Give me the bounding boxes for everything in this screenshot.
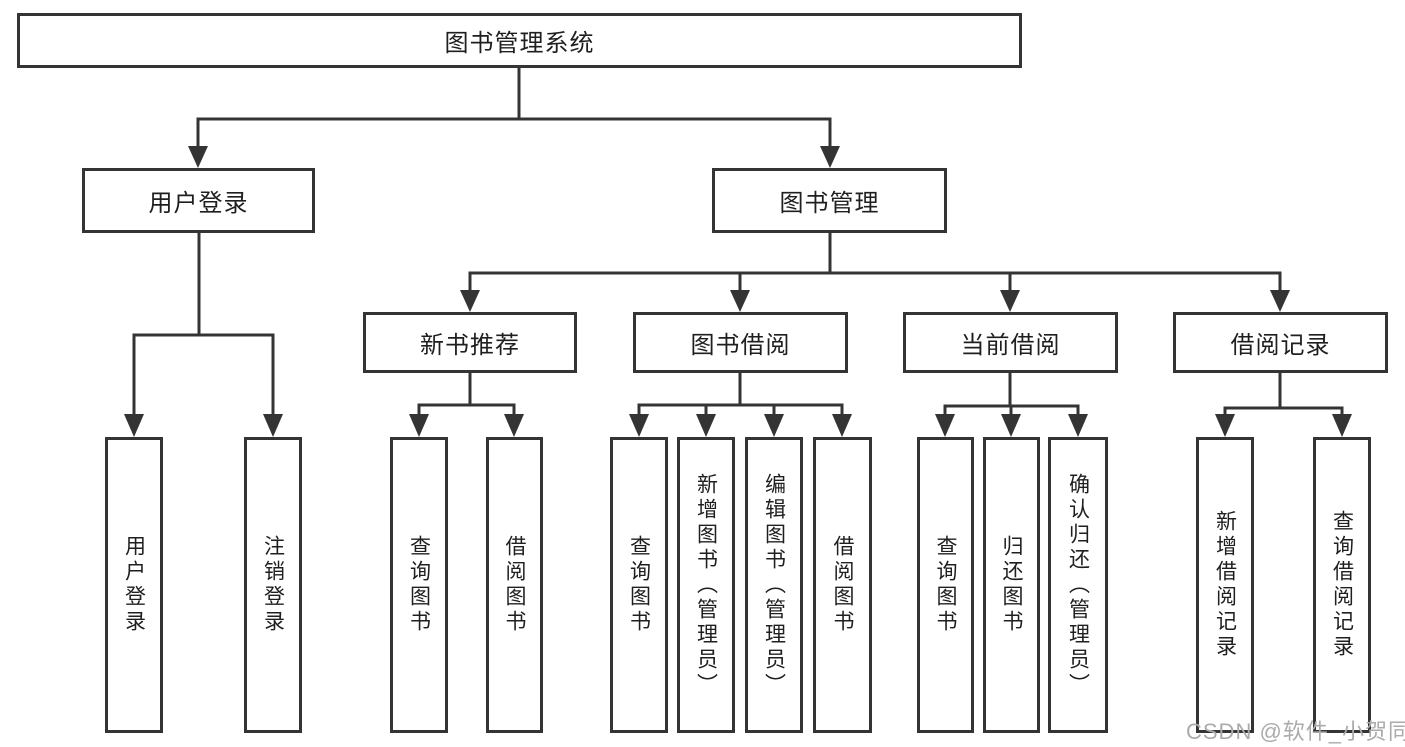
csdn-watermark: CSDN @软件_小贺同学: [1186, 719, 1405, 744]
arrowhead-to-leaf-confirm-return: [1068, 414, 1088, 437]
arrowhead-to-new-book-recommend: [460, 290, 480, 312]
leaf-borrow-books-1: 借阅图书: [486, 437, 543, 733]
arrowhead-to-leaf-query-books-3: [935, 414, 955, 437]
node-book-borrow: 图书借阅: [633, 312, 848, 373]
connector-login-crossbar: [132, 333, 275, 417]
arrowhead-to-leaf-query-books-1: [409, 414, 429, 437]
connector-mgmt-crossbar: [468, 271, 1282, 292]
arrowhead-to-leaf-logout: [263, 414, 283, 437]
connector-borrow-crossbar: [637, 403, 844, 417]
arrowhead-to-borrow-records: [1270, 290, 1290, 312]
arrowhead-to-leaf-return-book: [1001, 414, 1021, 437]
node-root: 图书管理系统: [17, 13, 1022, 68]
leaf-query-books-1: 查询图书: [390, 437, 448, 733]
arrowhead-to-leaf-query-books-2: [629, 414, 649, 437]
arrowhead-to-current-borrow: [1000, 290, 1020, 312]
connector-borrow-midstems: [704, 405, 776, 417]
leaf-logout: 注销登录: [244, 437, 302, 733]
arrowhead-to-leaf-borrow-books-2: [832, 414, 852, 437]
node-borrow-records: 借阅记录: [1173, 312, 1388, 373]
node-user-login: 用户登录: [82, 168, 315, 233]
arrowhead-to-user-login: [188, 146, 208, 168]
leaf-query-books-2: 查询图书: [610, 437, 668, 733]
arrowhead-to-book-management: [820, 146, 840, 168]
arrowhead-to-leaf-add-record: [1215, 414, 1235, 437]
arrowhead-to-leaf-borrow-books-1: [504, 414, 524, 437]
connector-root-crossbar: [196, 117, 832, 148]
leaf-edit-book-admin: 编辑图书（管理员）: [745, 437, 803, 733]
arrowhead-to-leaf-query-record: [1332, 414, 1352, 437]
leaf-query-borrow-record: 查询借阅记录: [1313, 437, 1371, 733]
connector-newbook-crossbar: [417, 403, 516, 417]
leaf-user-login: 用户登录: [105, 437, 163, 733]
node-new-book-recommend: 新书推荐: [363, 312, 577, 373]
leaf-add-book-admin: 新增图书（管理员）: [677, 437, 735, 733]
leaf-confirm-return-admin: 确认归还（管理员）: [1048, 437, 1108, 733]
node-current-borrow: 当前借阅: [903, 312, 1118, 373]
node-book-management: 图书管理: [712, 168, 947, 233]
leaf-query-books-3: 查询图书: [917, 437, 974, 733]
arrowhead-to-leaf-user-login: [124, 414, 144, 437]
arrowhead-to-book-borrow: [730, 290, 750, 312]
connector-records-crossbar: [1223, 406, 1344, 417]
leaf-return-book: 归还图书: [983, 437, 1040, 733]
connector-mgmt-midstems: [738, 273, 1012, 292]
arrowhead-to-leaf-add-book: [696, 414, 716, 437]
leaf-add-borrow-record: 新增借阅记录: [1196, 437, 1254, 733]
leaf-borrow-books-2: 借阅图书: [813, 437, 872, 733]
arrowhead-to-leaf-edit-book: [764, 414, 784, 437]
